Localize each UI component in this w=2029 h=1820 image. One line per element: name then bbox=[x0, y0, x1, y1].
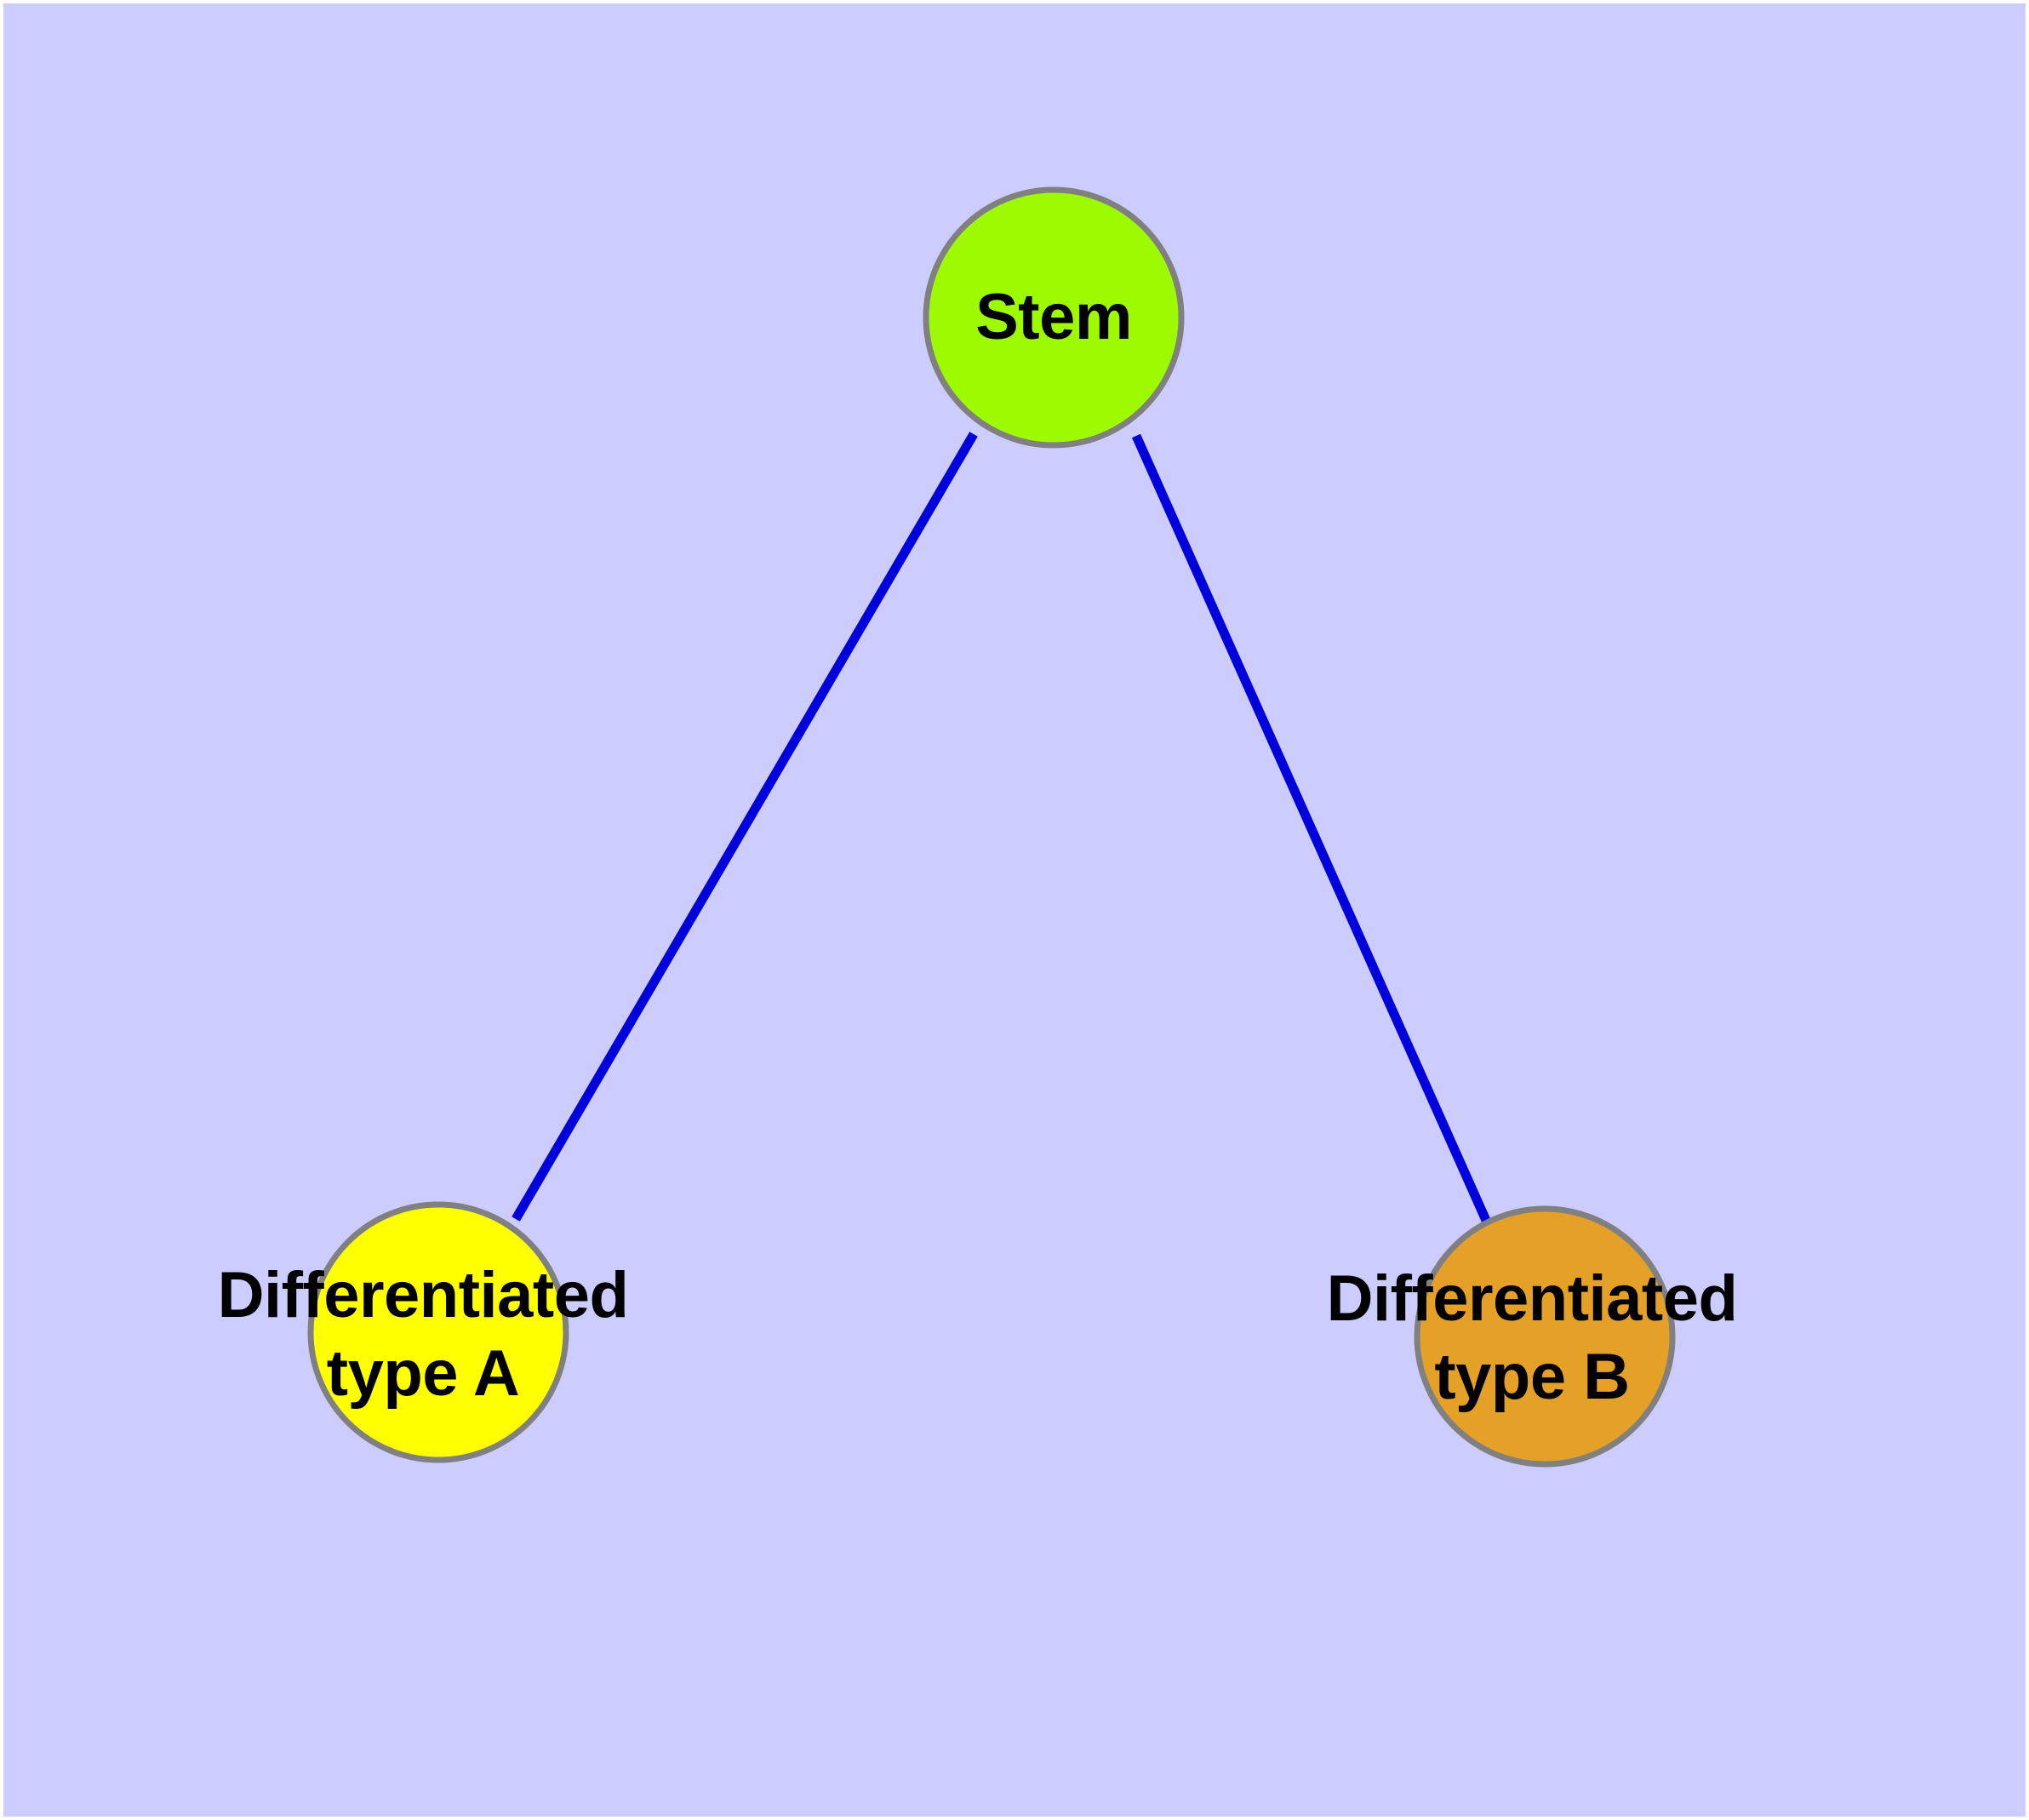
edge-stem-to-type-b[interactable] bbox=[1131, 433, 1493, 1227]
node-differentiated-type-a[interactable] bbox=[307, 1201, 569, 1463]
node-stem[interactable] bbox=[923, 186, 1185, 449]
node-differentiated-type-b[interactable] bbox=[1414, 1205, 1676, 1468]
node-layer bbox=[307, 186, 1676, 1468]
edge-layer bbox=[512, 432, 1493, 1227]
edge-stem-to-type-a[interactable] bbox=[512, 432, 978, 1222]
